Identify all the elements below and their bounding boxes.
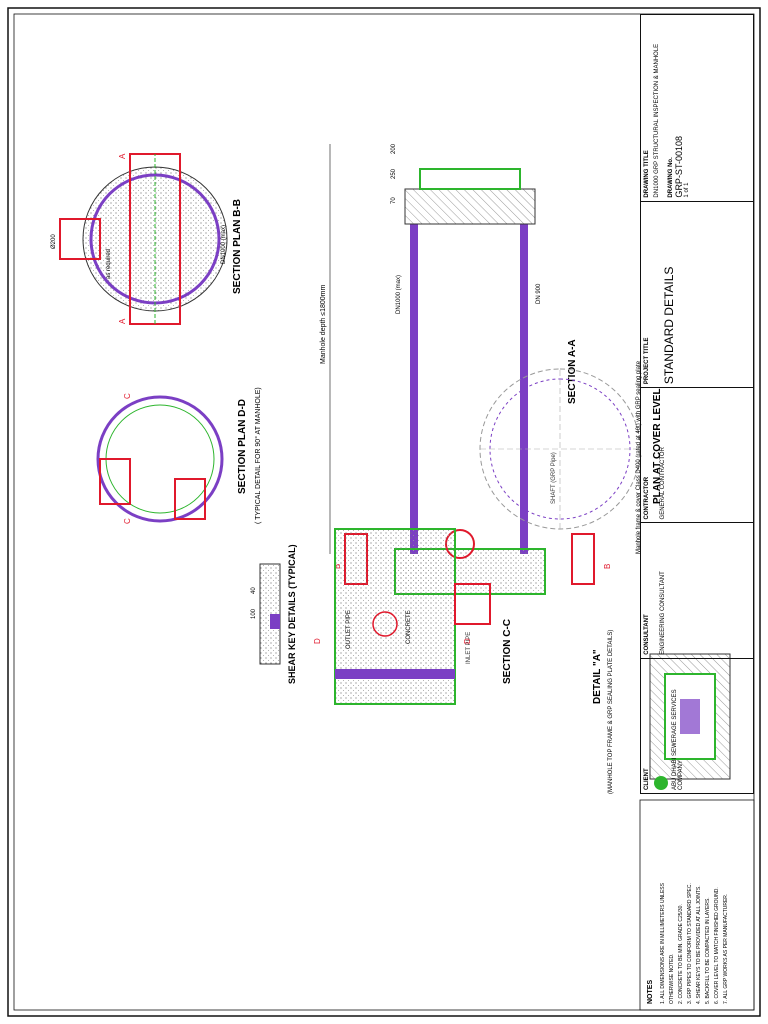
drawing-title-cell: DRAWING TITLE DN1000 GRP STRUCTURAL INSP… (641, 15, 753, 201)
drawing-no: GRP-ST-00108 (674, 136, 684, 198)
project-cell: PROJECT TITLE STANDARD DETAILS (641, 200, 753, 388)
section-plan-bb-group: SECTION PLAN B-B A A DN1000 (max) Ø200 a… (51, 153, 243, 325)
manhole-depth-label: Manhole depth ≤1800mm (320, 284, 327, 364)
as-required-bb: as required (106, 249, 112, 279)
section-cc-wall (335, 669, 455, 679)
section-cc-pipe (454, 583, 491, 625)
note-line-2: OTHERWISE NOTED. (669, 954, 675, 1004)
plan-cover-title: PLAN AT COVER LEVEL (652, 388, 663, 504)
consultant-cell: CONSULTANT ENGINEERING CONSULTANT (641, 522, 753, 658)
sealing-plate-shape (419, 168, 521, 190)
dim-200-label: 200 (391, 143, 397, 154)
cut-b-marker-bottom: B (603, 564, 612, 569)
project-label: PROJECT TITLE (644, 337, 650, 385)
dim-100-label: 100 (251, 608, 257, 619)
note-line-8: 7. ALL GRP WORKS AS PER MANUFACTURER. (723, 894, 729, 1004)
shear-key-title: SHEAR KEY DETAILS (TYPICAL) (287, 544, 297, 684)
dim-70-label: 70 (391, 197, 397, 204)
drawing-title: DN1000 GRP STRUCTURAL INSPECTION & MANHO… (654, 43, 660, 198)
project-name: STANDARD DETAILS (662, 266, 676, 385)
contractor-label: CONTRACTOR (644, 476, 650, 520)
client-label: CLIENT (644, 768, 650, 790)
cut-d-marker-top: D (313, 638, 322, 644)
client-logo-icon (654, 776, 668, 790)
top-frame (404, 188, 536, 225)
sheet-border (7, 7, 761, 1017)
dn1000-label-aa: DN1000 (max) (396, 275, 402, 314)
dim-250-label: 250 (391, 168, 397, 179)
cut-a-marker-left: A (118, 318, 127, 324)
sheet-count: 1 of 1 (684, 182, 690, 198)
consultant-name: ENGINEERING CONSULTANT (660, 571, 666, 655)
cover-note: Manhole frame & cover Class D400 (rated … (636, 360, 642, 554)
shaft-label: SHAFT (GRP Pipe) (551, 452, 557, 504)
dn1000-label-bb: DN1000 (max) (221, 225, 227, 264)
section-plan-dd-group: SECTION PLAN D-D ( TYPICAL DETAIL FOR 90… (96, 387, 262, 524)
dia200-label-bb: Ø200 (51, 234, 57, 249)
detail-a-subtitle: (MANHOLE TOP FRAME & GRP SEALING PLATE D… (608, 630, 614, 794)
section-cc-title: SECTION C-C (502, 619, 513, 684)
cut-a-marker-right: A (118, 153, 127, 159)
note-line-1: 1. ALL DIMENSIONS ARE IN MILLIMETERS UNL… (660, 882, 666, 1004)
shear-key-group: SHEAR KEY DETAILS (TYPICAL) 100 40 (251, 544, 297, 684)
note-line-7: 6. COVER LEVEL TO MATCH FINISHED GROUND. (714, 887, 720, 1004)
detail-a-seal (680, 699, 700, 734)
plan-cover-group: PLAN AT COVER LEVEL Manhole frame & cove… (479, 360, 663, 554)
notes-box (639, 799, 755, 1011)
notes-heading: NOTES (647, 980, 654, 1004)
cut-c-marker-right: C (123, 393, 132, 399)
outlet-pipe-label: OUTLET PIPE (346, 610, 352, 649)
concrete-label: CONCRETE (406, 610, 412, 644)
client-cell: CLIENT ABU DHABI SEWERAGE SERVICES COMPA… (641, 657, 753, 793)
dim-40-label: 40 (251, 587, 257, 594)
detail-a-title: DETAIL "A" (592, 649, 603, 704)
section-plan-bb-title: SECTION PLAN B-B (232, 199, 243, 294)
contractor-cell: CONTRACTOR GENERAL CONTRACTOR (641, 387, 753, 523)
section-aa-group: Manhole depth ≤1800mm B B DN 900 DN1000 … (320, 143, 612, 664)
note-line-3: 2. CONCRETE TO BE MIN. GRADE C25/30. (678, 904, 684, 1004)
client-name: ABU DHABI SEWERAGE SERVICES COMPANY (672, 689, 684, 790)
section-plan-dd-title: SECTION PLAN D-D (237, 399, 248, 494)
cut-d-marker-bottom: D (463, 638, 472, 644)
plan-dd-pipe-b (174, 478, 206, 520)
outlet-pipe-shape (571, 533, 595, 585)
section-cc-pipe-circle (372, 611, 398, 637)
dn900-label-aa: DN 900 (536, 283, 542, 304)
section-aa-title: SECTION A-A (567, 339, 578, 404)
note-line-4: 3. GRP PIPES TO CONFORM TO STANDARD SPEC… (687, 883, 693, 1004)
consultant-label: CONSULTANT (644, 614, 650, 655)
shear-key-tooth (270, 614, 280, 629)
sheet-inner-border (13, 13, 755, 1011)
drawing-title-label: DRAWING TITLE (644, 150, 650, 198)
detail-a-group: DETAIL "A" (MANHOLE TOP FRAME & GRP SEAL… (592, 630, 731, 794)
shaft-wall-top (410, 224, 418, 554)
shaft-wall-bottom (520, 224, 528, 554)
section-plan-dd-subtitle: ( TYPICAL DETAIL FOR 90° AT MANHOLE) (254, 387, 262, 524)
cut-c-marker-left: C (123, 518, 132, 524)
plan-dd-shaft-ring (96, 395, 224, 523)
title-block: NOTES 1. ALL DIMENSIONS ARE IN MILLIMETE… (639, 799, 755, 1011)
plan-dd-pipe-a (99, 458, 131, 505)
plan-bb-branch-pipe (59, 218, 101, 260)
note-line-5: 4. SHEAR KEYS TO BE PROVIDED AT ALL JOIN… (696, 885, 702, 1004)
title-block-strip: CLIENT ABU DHABI SEWERAGE SERVICES COMPA… (640, 14, 754, 794)
inlet-pipe-label: INLET PIPE (466, 632, 472, 664)
contractor-name: GENERAL CONTRACTOR (660, 447, 666, 520)
note-line-6: 5. BACKFILL TO BE COMPACTED IN LAYERS. (705, 897, 711, 1004)
section-cc-group: D D OUTLET PIPE CONCRETE SECTION C-C (313, 528, 513, 705)
